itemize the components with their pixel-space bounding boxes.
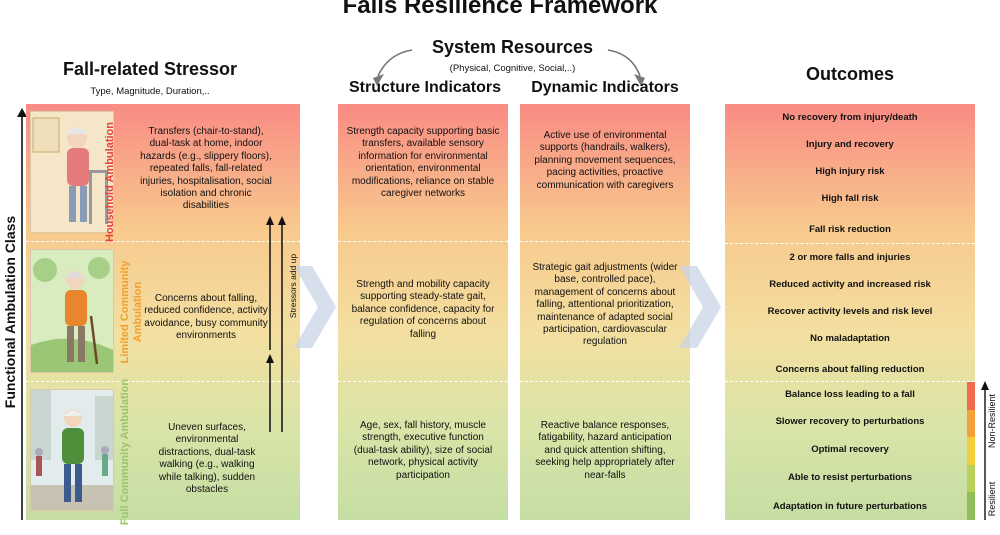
- dynamic-text-full: Reactive balance responses, fatigability…: [535, 420, 675, 481]
- outcome-item: Recover activity levels and risk level: [767, 306, 933, 317]
- stressors-arrows: [266, 216, 286, 432]
- outcome-item: Injury and recovery: [806, 139, 894, 150]
- structure-panel: [338, 104, 508, 520]
- dynamic-text-limited: Strategic gait adjustments (wider base, …: [532, 262, 678, 348]
- flow-chevron: [679, 266, 721, 348]
- class-label-household: Household Ambulation: [104, 122, 116, 242]
- row-divider: [520, 381, 690, 382]
- axis-label: Functional Ambulation Class: [2, 215, 18, 409]
- outcome-item: No maladaptation: [810, 333, 890, 344]
- elderly-cane-icon: [31, 250, 113, 372]
- outcome-item: Reduced activity and increased risk: [769, 279, 931, 290]
- full-community-illustration: [30, 389, 114, 511]
- scale-segment: [967, 437, 975, 465]
- stressor-title: Fall-related Stressor: [62, 59, 238, 79]
- household-illustration: [30, 111, 114, 233]
- row-divider: [26, 381, 300, 382]
- limited-illustration: [30, 249, 114, 373]
- resilience-arrow: [981, 381, 989, 520]
- scale-segment: [967, 492, 975, 520]
- outcome-item: High fall risk: [821, 193, 879, 204]
- system-resources-title: System Resources: [431, 37, 594, 57]
- row-divider: [520, 241, 690, 242]
- row-divider: [26, 241, 300, 242]
- structure-text-limited: Strength and mobility capacity supportin…: [351, 279, 495, 340]
- row-divider: [725, 243, 975, 244]
- flow-chevron: [294, 266, 336, 348]
- stressor-subtitle: Type, Magnitude, Duration,..: [90, 86, 210, 97]
- outcome-item: Slower recovery to perturbations: [775, 416, 925, 427]
- outcomes-panel: [725, 104, 975, 520]
- outcome-item: Balance loss leading to a fall: [785, 389, 915, 400]
- stressor-text-limited: Concerns about falling, reduced confiden…: [144, 293, 268, 342]
- framework-title: Falls Resilience Framework: [342, 0, 658, 19]
- outcome-item: Optimal recovery: [811, 444, 889, 455]
- row-divider: [725, 381, 975, 382]
- stressor-text-household: Transfers (chair-to-stand), dual-task at…: [140, 126, 272, 212]
- axis-arrow: [17, 108, 27, 520]
- non-resilient-label: Non-Resilient: [987, 393, 997, 449]
- structure-text-full: Age, sex, fall history, muscle strength,…: [353, 420, 493, 481]
- resilience-scale: [967, 382, 975, 520]
- outcome-item: High injury risk: [815, 166, 885, 177]
- dynamic-text-household: Active use of environmental supports (ha…: [534, 130, 676, 191]
- outcome-item: Adaptation in future perturbations: [772, 501, 928, 512]
- structure-text-household: Strength capacity supporting basic trans…: [346, 126, 500, 200]
- structure-title: Structure Indicators: [348, 79, 502, 96]
- scale-segment: [967, 409, 975, 438]
- outcome-item: No recovery from injury/death: [782, 112, 918, 123]
- elderly-walker-icon: [31, 112, 113, 232]
- row-divider: [338, 381, 508, 382]
- outcome-item: Concerns about falling reduction: [775, 364, 925, 375]
- dynamic-panel: [520, 104, 690, 520]
- resilient-label: Resilient: [987, 481, 997, 517]
- elderly-walking-icon: [31, 390, 113, 510]
- resource-arrows: [373, 49, 645, 86]
- row-divider: [338, 241, 508, 242]
- scale-segment: [967, 382, 975, 410]
- dynamic-title: Dynamic Indicators: [531, 79, 679, 96]
- outcome-item: Fall risk reduction: [809, 224, 891, 235]
- outcome-item: 2 or more falls and injuries: [789, 252, 911, 263]
- system-resources-subtitle: (Physical, Cognitive, Social,..): [449, 63, 576, 74]
- outcome-item: Able to resist perturbations: [787, 472, 913, 483]
- stressors-add-up-label: Stressors add up: [288, 253, 298, 319]
- scale-segment: [967, 464, 975, 493]
- stressor-text-full: Uneven surfaces, environmental distracti…: [158, 422, 256, 496]
- outcomes-title: Outcomes: [805, 64, 895, 84]
